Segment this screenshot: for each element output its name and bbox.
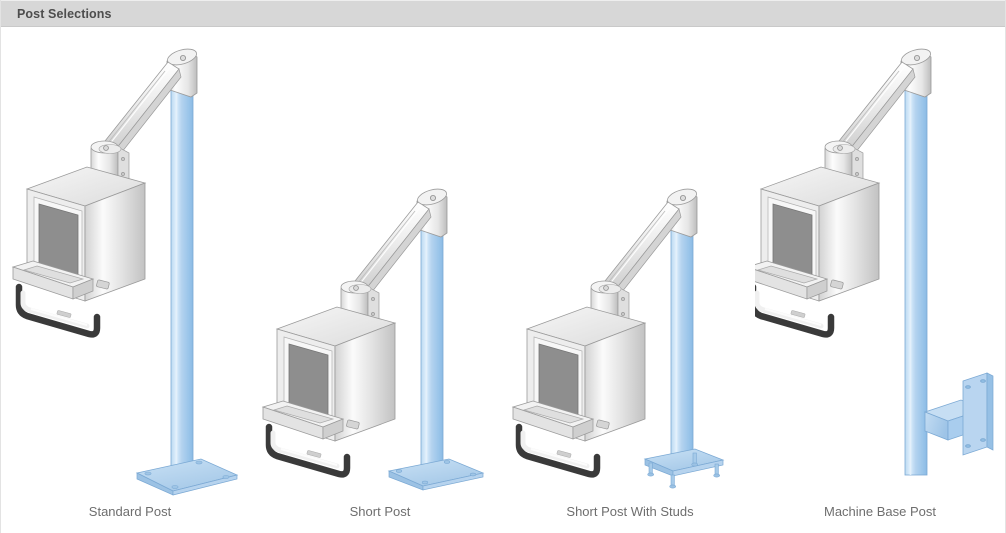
base-plate-with-studs (643, 448, 725, 489)
short-post-illustration (255, 27, 505, 499)
machine-base-post-illustration (755, 27, 1005, 499)
short-post-drawing (261, 188, 485, 491)
standard-post-drawing (11, 48, 239, 496)
post-top-clamp (900, 48, 932, 98)
post-top-clamp (416, 188, 448, 238)
short-post-with-studs-illustration (505, 27, 755, 499)
keyboard-surface (272, 405, 335, 424)
post-column (170, 80, 194, 476)
mouse-pad-area (346, 419, 360, 430)
mouse-pad-area (96, 279, 110, 290)
post-option-short-post-with-studs[interactable]: Short Post With Studs (505, 27, 755, 533)
keyboard-surface (756, 265, 819, 284)
tray-handle-bar (15, 283, 101, 338)
base-plate (387, 458, 485, 491)
tray-handle-bar (265, 423, 351, 478)
post-column (904, 80, 928, 476)
keyboard-tray (261, 400, 360, 440)
panel-header: Post Selections (1, 0, 1005, 27)
post-option-label: Short Post (349, 504, 411, 519)
post-option-label: Standard Post (88, 504, 172, 519)
mouse-pad-area (596, 419, 610, 430)
post-option-machine-base-post[interactable]: Machine Base Post (755, 27, 1005, 533)
base-plate (135, 458, 239, 496)
post-top-clamp (666, 188, 698, 238)
page-title: Post Selections (17, 6, 112, 21)
post-column (420, 220, 444, 474)
post-option-standard-post[interactable]: Standard Post (5, 27, 255, 533)
tray-handle-bar (755, 284, 835, 338)
mounting-studs (647, 452, 720, 489)
tray-handle-bar (515, 423, 601, 478)
elbow-joint (590, 280, 630, 326)
keyboard-surface (22, 265, 85, 284)
articulating-arm-upper (352, 201, 432, 298)
keyboard-tray (11, 260, 110, 300)
post-option-short-post[interactable]: Short Post (255, 27, 505, 533)
keyboard-tray (755, 260, 844, 300)
keyboard-tray (511, 400, 610, 440)
keyboard-surface (522, 405, 585, 424)
mouse-pad-area (830, 279, 844, 290)
post-option-label: Machine Base Post (823, 504, 936, 519)
standard-post-illustration (5, 27, 255, 499)
short-post-with-studs-drawing (511, 188, 725, 489)
post-top-clamp (166, 48, 198, 98)
machine-base-bracket (923, 372, 994, 456)
machine-base-post-drawing (755, 48, 994, 476)
post-option-label: Short Post With Studs (566, 504, 694, 519)
post-column (670, 220, 694, 462)
post-options-grid: Standard Post (1, 27, 1005, 533)
panel-body: Standard Post (1, 27, 1005, 533)
